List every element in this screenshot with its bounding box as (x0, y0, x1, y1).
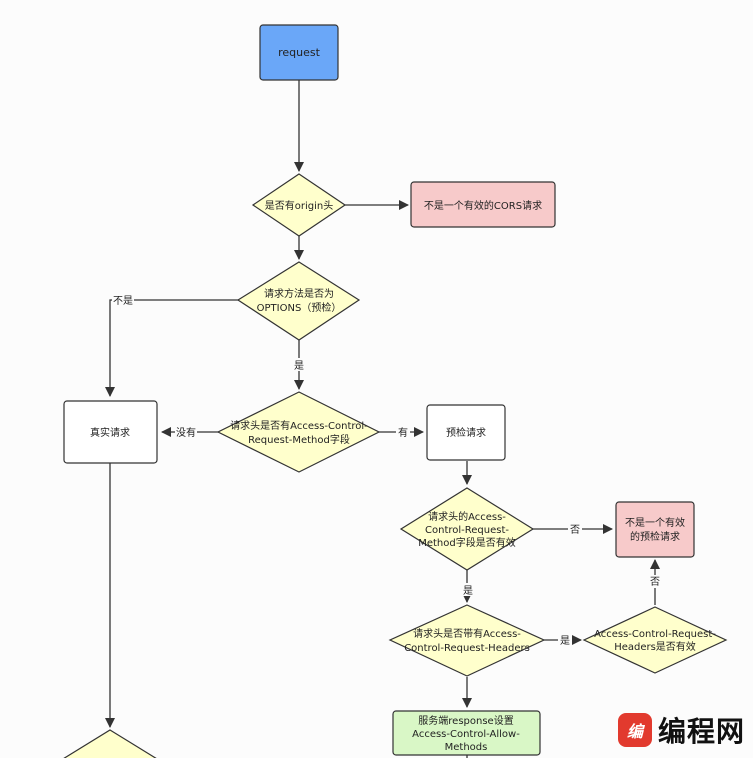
logo-text: 编程网 (657, 715, 745, 748)
node-options-check: 请求方法是否为 OPTIONS（预检） (236, 261, 361, 341)
node-method-field-check: 请求头是否有Access-Control- Request-Method字段 (216, 391, 381, 473)
watermark-logo: 编 编程网 (617, 710, 745, 750)
node-server-set-methods: 服务端response设置 Access-Control-Allow- Meth… (392, 710, 541, 756)
edge-options-to-real (105, 299, 240, 397)
edge-label-headers-invalid: 否 (650, 576, 660, 588)
request-label: request (278, 46, 321, 59)
node-invalid-preflight: 不是一个有效 的预检请求 (615, 501, 695, 558)
edge-label-options-no: 不是 (113, 295, 133, 307)
edge-label-headers-has: 是 (560, 635, 570, 647)
logo-mark-icon: 编 (617, 713, 652, 747)
method-field-check-line1: 请求头是否有Access-Control- (230, 419, 368, 432)
edge-label-method-has: 有 (398, 426, 408, 439)
server-set-methods-line2: Access-Control-Allow- (412, 729, 520, 740)
headers-present-check-line2: Control-Request-Headers (404, 643, 530, 654)
node-request: request (259, 24, 339, 81)
logo-mark-text: 编 (626, 722, 643, 741)
edge-label-method-invalid: 否 (570, 524, 580, 536)
node-invalid-cors: 不是一个有效的CORS请求 (410, 181, 556, 228)
invalid-preflight-line2: 的预检请求 (630, 530, 680, 543)
method-valid-check-line2: Control-Request- (425, 525, 509, 536)
options-check-line2: OPTIONS（预检） (257, 301, 342, 314)
method-field-check-line2: Request-Method字段 (248, 433, 350, 446)
node-bottom-decision-partial (63, 729, 157, 758)
headers-valid-check-line2: Headers是否有效 (614, 640, 696, 653)
edge-label-method-valid: 是 (463, 585, 473, 597)
node-real-request: 真实请求 (63, 400, 158, 464)
headers-present-check-line1: 请求头是否带有Access- (413, 627, 521, 640)
node-headers-present-check: 请求头是否带有Access- Control-Request-Headers (388, 604, 546, 677)
server-set-methods-line3: Methods (445, 742, 488, 753)
preflight-request-label: 预检请求 (446, 426, 486, 439)
options-check-line1: 请求方法是否为 (264, 287, 334, 300)
edge-label-options-yes: 是 (294, 360, 304, 372)
real-request-label: 真实请求 (90, 426, 130, 439)
node-headers-valid-check: Access-Control-Request- Headers是否有效 (582, 606, 728, 674)
edge-label-method-none: 没有 (176, 426, 196, 439)
server-set-methods-line1: 服务端response设置 (418, 714, 513, 727)
method-valid-check-line3: Method字段是否有效 (418, 536, 516, 549)
origin-check-label: 是否有origin头 (265, 199, 333, 212)
invalid-cors-label: 不是一个有效的CORS请求 (424, 199, 542, 212)
node-preflight-request: 预检请求 (426, 404, 506, 461)
headers-valid-check-line1: Access-Control-Request- (594, 629, 716, 640)
method-valid-check-line1: 请求头的Access- (428, 510, 506, 523)
node-origin-check: 是否有origin头 (251, 173, 347, 237)
invalid-preflight-line1: 不是一个有效 (625, 516, 685, 529)
node-method-valid-check: 请求头的Access- Control-Request- Method字段是否有… (399, 487, 535, 571)
